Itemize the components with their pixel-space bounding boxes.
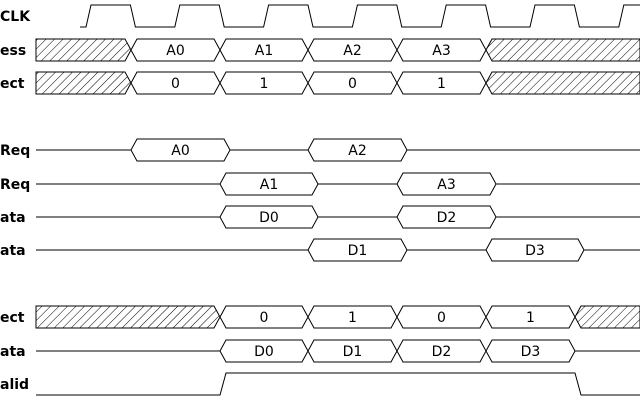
signal-label: CLK xyxy=(0,9,31,25)
bus-value-label: 1 xyxy=(348,310,357,326)
valid-waveform xyxy=(36,372,640,396)
bus-value-label: 0 xyxy=(171,76,180,92)
bus-value-label: D1 xyxy=(348,243,368,259)
bus-value-label: D1 xyxy=(343,344,363,360)
bus-value-label: 1 xyxy=(260,76,269,92)
bus-value-label: D3 xyxy=(521,344,541,360)
bus-value-label: D2 xyxy=(437,210,457,226)
bus-value-label: D2 xyxy=(432,344,452,360)
bus-value-label: A0 xyxy=(166,43,184,59)
bus-value-label: A2 xyxy=(343,43,361,59)
bus-value-label: D0 xyxy=(259,210,279,226)
bus-value-label: 0 xyxy=(260,310,269,326)
bus-value-label: A1 xyxy=(260,177,278,193)
bus-value-label: D0 xyxy=(254,344,274,360)
bus-value-label: 1 xyxy=(526,310,535,326)
signal-label: Req xyxy=(0,143,30,159)
bus-value-label: 1 xyxy=(437,76,446,92)
signal-label: ata xyxy=(0,210,26,226)
signal-label: alid xyxy=(0,377,29,393)
signal-label: Req xyxy=(0,177,30,193)
bus-value-label: A3 xyxy=(432,43,450,59)
bus-undefined-region xyxy=(35,71,132,95)
signal-label: ect xyxy=(0,76,25,92)
bus-value-label: A1 xyxy=(255,43,273,59)
bus-undefined-region xyxy=(35,38,132,62)
clock-waveform xyxy=(80,4,640,28)
bus-value-label: A0 xyxy=(171,143,189,159)
bus-value-label: A3 xyxy=(437,177,455,193)
signal-label: ess xyxy=(0,43,26,59)
bus-value-label: D3 xyxy=(525,243,545,259)
bus-value-label: 0 xyxy=(348,76,357,92)
signal-label: ata xyxy=(0,243,26,259)
bus-value-label: A2 xyxy=(348,143,366,159)
bus-undefined-region xyxy=(485,38,640,62)
bus-undefined-region xyxy=(35,305,221,329)
bus-undefined-region xyxy=(485,71,640,95)
bus-undefined-region xyxy=(574,305,640,329)
bus-value-label: 0 xyxy=(437,310,446,326)
signal-label: ata xyxy=(0,344,26,360)
signal-label: ect xyxy=(0,310,25,326)
